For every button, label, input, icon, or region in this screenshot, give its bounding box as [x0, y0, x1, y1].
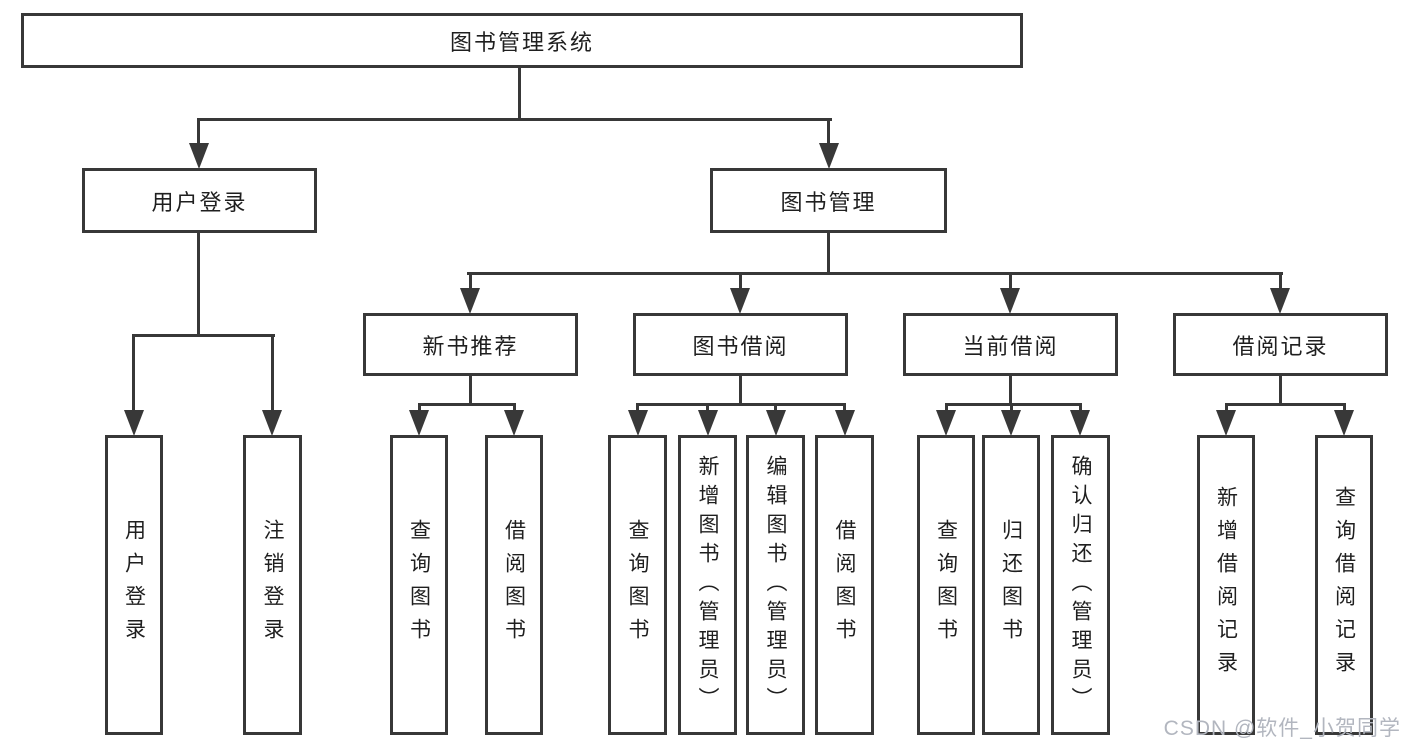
connector-line: [467, 272, 1283, 275]
arrow-down: [766, 410, 786, 436]
connector-line: [827, 233, 830, 275]
connector-line: [197, 118, 200, 145]
arrow-down: [1001, 410, 1021, 436]
arrow-down: [1070, 410, 1090, 436]
arrow-down: [124, 410, 144, 436]
node-nb-query-books: 查询图书: [390, 435, 448, 735]
connector-line: [706, 403, 709, 412]
node-logout-leaf: 注销登录: [243, 435, 302, 735]
arrow-down: [936, 410, 956, 436]
arrow-down: [1334, 410, 1354, 436]
arrow-down: [819, 143, 839, 169]
node-cb-confirm-return-admin: 确认归还（管理员）: [1051, 435, 1110, 735]
connector-line: [513, 403, 516, 412]
connector-line: [271, 334, 274, 412]
node-book-borrowing: 图书借阅: [633, 313, 848, 376]
connector-line: [739, 376, 742, 406]
connector-line: [1225, 403, 1346, 406]
connector-line: [418, 403, 516, 406]
node-cb-return-books: 归还图书: [982, 435, 1040, 735]
connector-line: [1010, 403, 1013, 412]
node-user-login: 用户登录: [82, 168, 317, 233]
connector-line: [1079, 403, 1082, 412]
connector-line: [197, 233, 200, 337]
connector-line: [827, 118, 830, 145]
arrow-down: [835, 410, 855, 436]
node-current-borrowing: 当前借阅: [903, 313, 1118, 376]
connector-line: [843, 403, 846, 412]
arrow-down: [504, 410, 524, 436]
connector-line: [197, 118, 832, 121]
arrow-down: [262, 410, 282, 436]
arrow-down: [1270, 288, 1290, 314]
connector-line: [469, 272, 472, 290]
connector-line: [1009, 376, 1012, 406]
node-new-book-recommendation: 新书推荐: [363, 313, 578, 376]
arrow-down: [460, 288, 480, 314]
node-cb-query-books: 查询图书: [917, 435, 975, 735]
connector-line: [774, 403, 777, 412]
node-bb-edit-books-admin: 编辑图书（管理员）: [746, 435, 805, 735]
node-book-management: 图书管理: [710, 168, 947, 233]
connector-line: [418, 403, 421, 412]
node-library-system: 图书管理系统: [21, 13, 1023, 68]
node-user-login-leaf: 用户登录: [105, 435, 163, 735]
connector-line: [1009, 272, 1012, 290]
arrow-down: [628, 410, 648, 436]
connector-line: [1225, 403, 1228, 412]
connector-line: [518, 67, 521, 120]
node-br-query-record: 查询借阅记录: [1315, 435, 1373, 735]
arrow-down: [698, 410, 718, 436]
node-nb-borrow-books: 借阅图书: [485, 435, 543, 735]
node-borrowing-records: 借阅记录: [1173, 313, 1388, 376]
arrow-down: [730, 288, 750, 314]
arrow-down: [409, 410, 429, 436]
arrow-down: [1216, 410, 1236, 436]
node-br-add-record: 新增借阅记录: [1197, 435, 1255, 735]
connector-line: [1279, 272, 1282, 290]
connector-line: [739, 272, 742, 290]
connector-line: [945, 403, 1082, 406]
connector-line: [469, 376, 472, 406]
connector-line: [945, 403, 948, 412]
connector-line: [636, 403, 846, 406]
arrow-down: [189, 143, 209, 169]
connector-line: [1279, 376, 1282, 406]
node-bb-add-books-admin: 新增图书（管理员）: [678, 435, 737, 735]
connector-line: [1343, 403, 1346, 412]
arrow-down: [1000, 288, 1020, 314]
connector-line: [132, 334, 135, 412]
node-bb-query-books: 查询图书: [608, 435, 667, 735]
connector-line: [132, 334, 275, 337]
csdn-watermark: CSDN @软件_小贺同学: [1163, 717, 1401, 740]
connector-line: [636, 403, 639, 412]
node-bb-borrow-books: 借阅图书: [815, 435, 874, 735]
